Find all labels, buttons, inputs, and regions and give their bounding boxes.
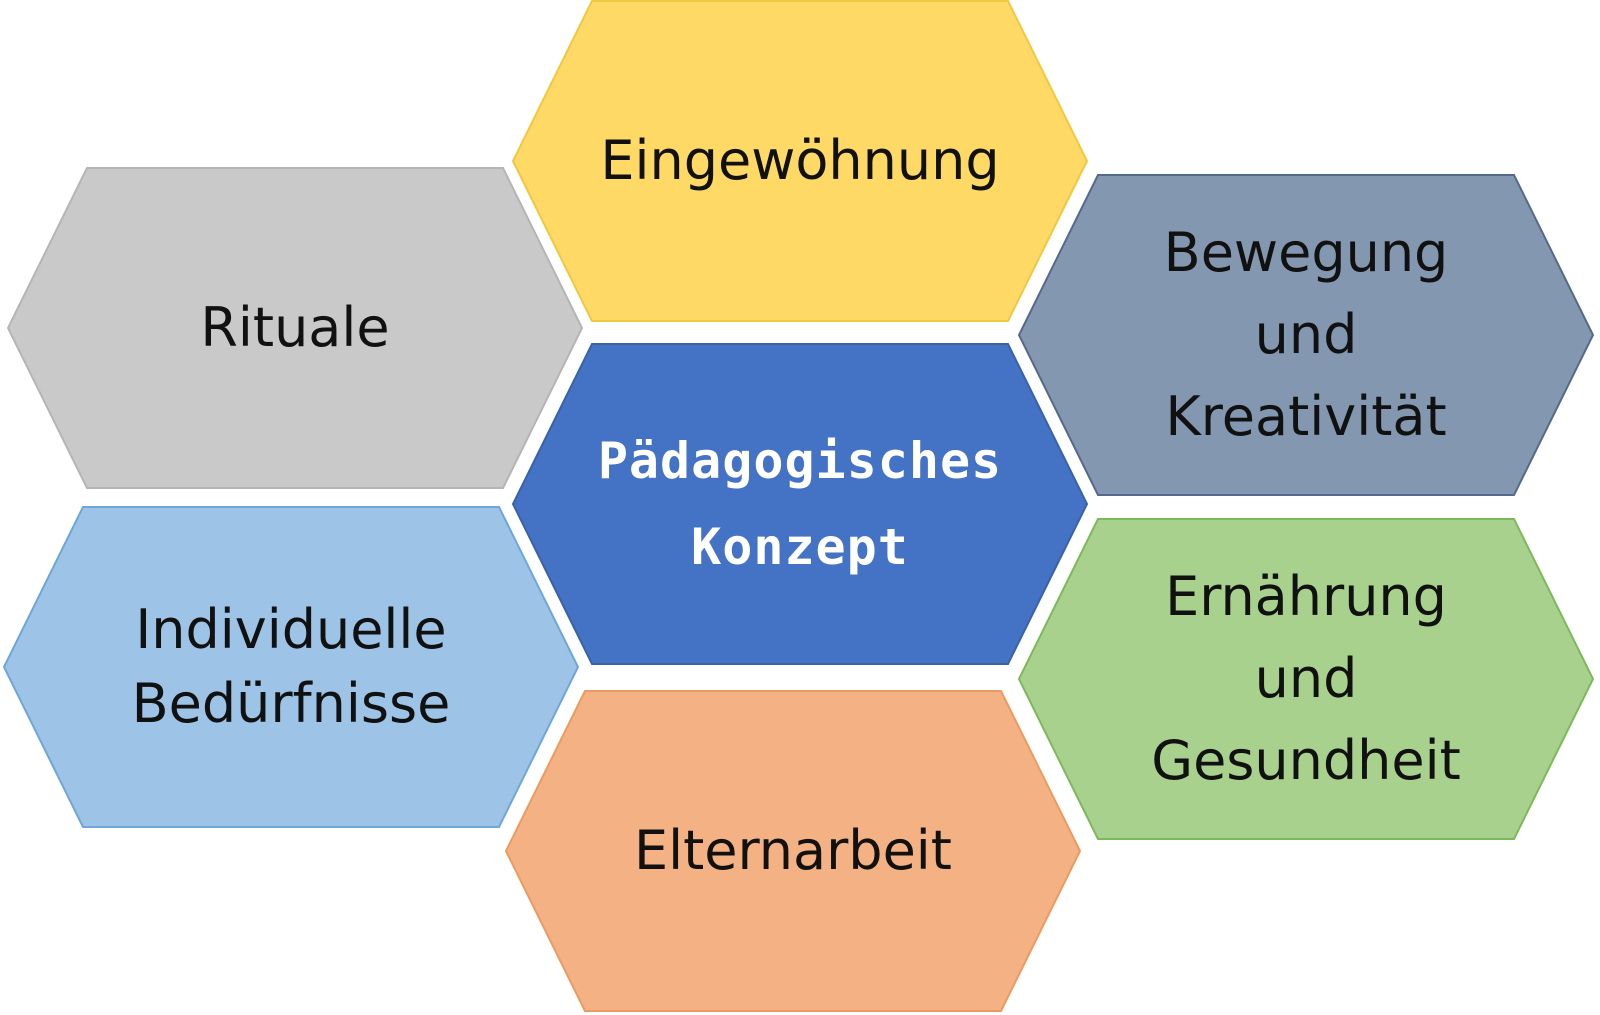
hexagon-label: Individuelle Bedürfnisse (131, 598, 451, 735)
hexagon-shape (511, 343, 1089, 665)
hexagon-label: Elternarbeit (634, 819, 952, 882)
hexagon-elternarbeit: Elternarbeit (504, 690, 1082, 1012)
hexagon-bewegung: Bewegung und Kreativität (1017, 174, 1595, 496)
hexagon-rituale: Rituale (6, 167, 584, 489)
hexagon-eingewoehnung: Eingewöhnung (511, 0, 1089, 322)
hexagon-label: Rituale (200, 296, 390, 359)
center-label: Pädagogisches Konzept (597, 432, 1003, 576)
hexagon-beduerfnisse: Individuelle Bedürfnisse (2, 506, 580, 828)
hexagon-label: Bewegung und Kreativität (1163, 221, 1449, 448)
hexagon-shape (511, 0, 1089, 322)
hexagon-shape (504, 690, 1082, 1012)
hexagon-label: Eingewöhnung (600, 129, 1000, 192)
hexagon-center-konzept: Pädagogisches Konzept (511, 343, 1089, 665)
hexagon-shape (1017, 518, 1595, 840)
hexagon-label: Ernährung und Gesundheit (1151, 565, 1461, 792)
hexagon-shape (6, 167, 584, 489)
hexagon-ernaehrung: Ernährung und Gesundheit (1017, 518, 1595, 840)
hexagon-shape (2, 506, 580, 828)
hexagon-shape (1017, 174, 1595, 496)
